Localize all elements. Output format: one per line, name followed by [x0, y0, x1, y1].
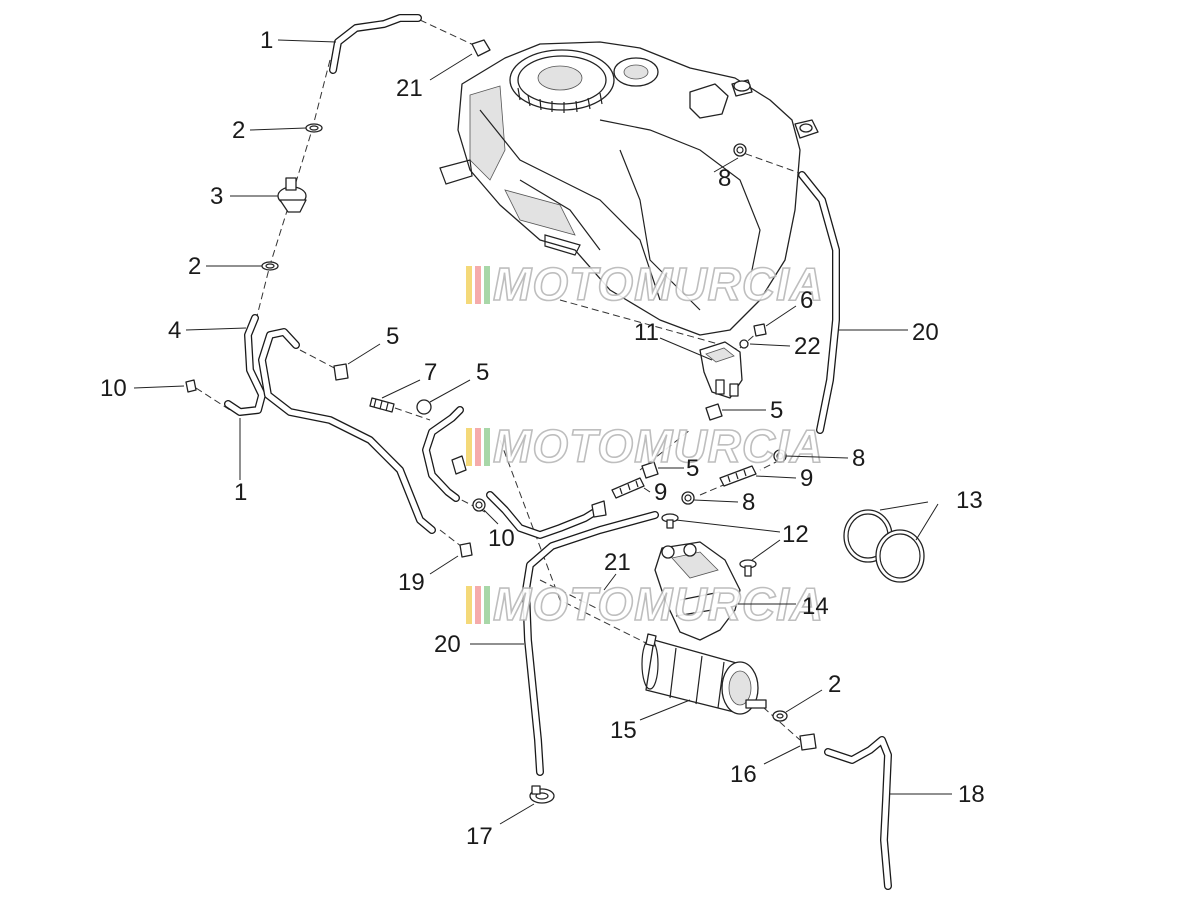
sleeve-5-d — [641, 461, 659, 479]
clamp-2-upper — [305, 123, 323, 133]
callout-label: 5 — [386, 323, 399, 350]
callout-label: 21 — [604, 549, 631, 576]
cap-10-left — [185, 379, 197, 393]
callout-label: 20 — [912, 319, 939, 346]
canister-bracket-14 — [654, 541, 741, 641]
callout-label: 1 — [260, 27, 273, 54]
callout-label: 11 — [634, 319, 659, 346]
solenoid-valve-11 — [699, 341, 743, 399]
callout-label: 4 — [168, 317, 181, 344]
callout-label: 10 — [100, 375, 127, 402]
callout-label: 20 — [434, 631, 461, 658]
callout-label: 18 — [958, 781, 985, 808]
callout-label: 21 — [396, 75, 423, 102]
callout-label: 2 — [828, 671, 841, 698]
callout-label: 17 — [466, 823, 493, 850]
oring-22 — [739, 339, 749, 349]
clamp-5-b — [416, 399, 432, 415]
callout-label: 14 — [802, 593, 829, 620]
sleeve-center — [591, 500, 607, 518]
fuel-tank — [439, 41, 819, 336]
clamp-17 — [529, 785, 555, 804]
callout-label: 9 — [654, 479, 667, 506]
sleeve-19 — [459, 542, 473, 558]
clamp-8-a — [733, 143, 747, 157]
clamp-21-top — [471, 39, 491, 57]
callout-label: 7 — [424, 359, 437, 386]
watermark-text: MOTOMURCIA — [493, 258, 824, 310]
clamp-hose-end — [451, 455, 467, 475]
sleeve-6 — [753, 323, 767, 337]
screw-12-a — [661, 513, 679, 529]
hose-bands-13 — [843, 509, 925, 583]
callouts: 1 21 2 3 2 4 5 10 7 5 1 8 6 20 11 22 5 — [100, 27, 985, 850]
screw-12-b — [739, 559, 757, 577]
fitting-7 — [369, 397, 395, 413]
callout-label: 13 — [956, 487, 983, 514]
callout-label: 8 — [718, 165, 731, 192]
callout-label: 6 — [800, 287, 813, 314]
watermark-middle: MOTOMURCIA — [466, 419, 824, 473]
valve-3 — [277, 177, 307, 213]
sleeve-5-a — [333, 363, 349, 381]
callout-label: 5 — [770, 397, 783, 424]
clamp-2-lower — [261, 261, 279, 271]
hose-18 — [824, 736, 892, 890]
callout-label: 8 — [852, 445, 865, 472]
callout-label: 2 — [188, 253, 201, 280]
clamp-2-canister — [772, 710, 788, 722]
watermark-top: MOTOMURCIA — [466, 257, 824, 311]
callout-label: 12 — [782, 521, 809, 548]
sleeve-5-c — [705, 403, 723, 421]
callout-label: 22 — [794, 333, 821, 360]
small-parts — [185, 39, 925, 804]
callout-label: 2 — [232, 117, 245, 144]
hose-4 — [224, 314, 266, 416]
callout-label: 10 — [488, 525, 515, 552]
callout-label: 16 — [730, 761, 757, 788]
callout-label: 5 — [686, 455, 699, 482]
callout-label: 5 — [476, 359, 489, 386]
fitting-9-b — [719, 465, 757, 487]
charcoal-canister-15 — [641, 633, 767, 715]
callout-label: 8 — [742, 489, 755, 516]
callout-label: 9 — [800, 465, 813, 492]
watermark-text: MOTOMURCIA — [493, 420, 824, 472]
callout-label: 15 — [610, 717, 637, 744]
hoses — [224, 14, 892, 890]
clamp-8-c — [681, 491, 695, 505]
clamp-10-lower — [472, 498, 486, 512]
callout-label: 1 — [234, 479, 247, 506]
fitting-9-a — [611, 477, 645, 499]
callout-label: 19 — [398, 569, 425, 596]
connector-16 — [799, 733, 817, 751]
callout-label: 3 — [210, 183, 223, 210]
